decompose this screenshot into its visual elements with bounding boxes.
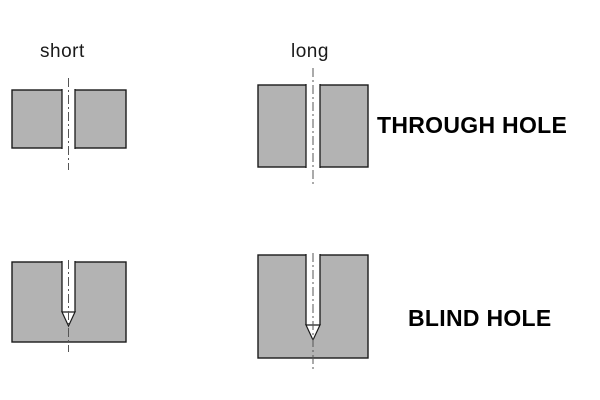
short-blind-hole-drawing [11, 260, 127, 352]
figure-long-through-hole [255, 66, 375, 193]
figure-long-blind-hole [255, 245, 375, 380]
short-through-hole-drawing [11, 78, 127, 170]
column-label-long: long [291, 41, 329, 62]
blind-hole-slot [62, 261, 75, 312]
figure-short-through-hole [10, 76, 130, 177]
long-through-hole-drawing [257, 68, 369, 185]
row-label-through-hole: THROUGH HOLE [377, 112, 568, 138]
row-label-blind-hole: BLIND HOLE [408, 305, 552, 331]
column-label-short: short [40, 41, 85, 62]
figure-short-blind-hole [10, 250, 130, 367]
long-blind-hole-drawing [257, 253, 369, 369]
